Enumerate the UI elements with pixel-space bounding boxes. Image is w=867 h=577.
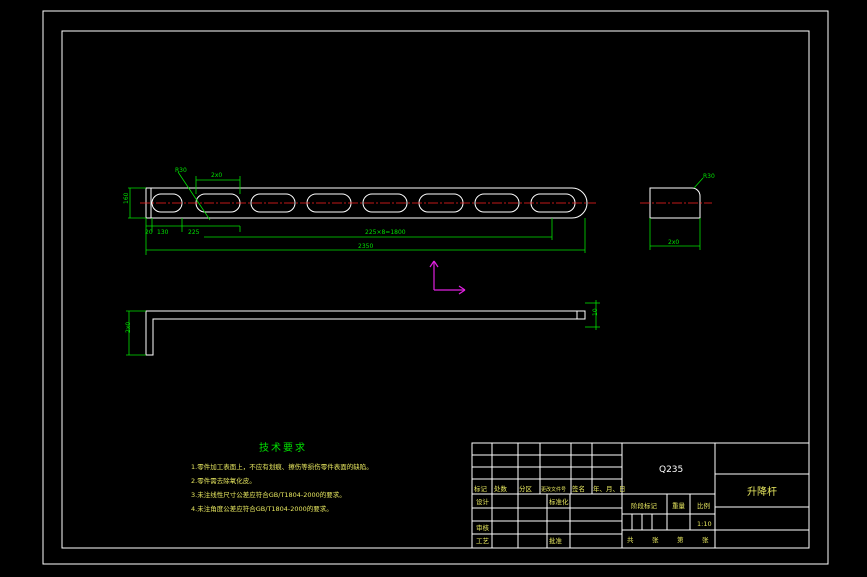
tech-req-item-3: 3.未注线性尺寸公差应符合GB/T1804-2000的要求。 (191, 490, 346, 499)
dim-slot-length: 2x0 (211, 172, 222, 179)
tech-req-item-2: 2.零件需去除氧化皮。 (191, 476, 256, 485)
tb-mark: 标记 (474, 484, 488, 493)
part-name: 升降杆 (747, 485, 777, 498)
dim-height: 160 (123, 192, 130, 204)
tb-num: 第 (677, 535, 684, 544)
tb-count: 处数 (494, 484, 508, 493)
outer-border (42, 10, 829, 565)
side-view (126, 300, 600, 356)
tb-stage-mark: 阶段标记 (631, 501, 658, 510)
end-view (640, 177, 712, 250)
tb-scale-label: 比例 (697, 501, 710, 510)
inner-border (61, 30, 810, 549)
title-block (471, 442, 810, 549)
tech-req-item-4: 4.未注角度公差应符合GB/T1804-2000的要求。 (191, 504, 333, 513)
tb-change-doc: 更改文件号 (541, 486, 566, 493)
tech-req-item-1: 1.零件加工表面上，不应有划痕、擦伤等损伤零件表面的缺陷。 (191, 462, 373, 471)
dim-total: 2350 (358, 243, 373, 250)
dim-20: 20 (145, 229, 153, 236)
tb-total: 共 (627, 535, 634, 544)
top-view (128, 171, 596, 255)
dim-side-thickness: 10 (592, 308, 599, 316)
bar-outline (145, 187, 588, 219)
dim-end-radius: R30 (703, 173, 715, 180)
dim-130: 130 (157, 229, 169, 236)
dim-pitch: 225×8=1800 (365, 229, 406, 236)
tb-review: 审核 (476, 523, 490, 532)
tb-sheet: 张 (652, 535, 659, 544)
tb-signature: 签名 (572, 484, 585, 493)
tech-req-title: 技术要求 (259, 441, 307, 454)
tb-design: 设计 (476, 497, 490, 506)
tb-date: 年、月、日 (593, 484, 626, 493)
material-text: Q235 (659, 465, 683, 475)
tb-process: 工艺 (476, 537, 490, 545)
dim-225: 225 (188, 229, 200, 236)
tb-sheet2: 张 (702, 535, 709, 544)
dim-r30: R30 (175, 167, 187, 174)
tb-zone: 分区 (519, 484, 533, 493)
dim-end-width: 2x0 (668, 239, 679, 246)
dim-side-height: 2x0 (125, 322, 132, 333)
tb-approve: 批准 (549, 536, 563, 545)
tb-standardization: 标准化 (549, 497, 569, 506)
scale-text: 1:10 (697, 520, 712, 528)
tb-weight: 重量 (672, 502, 686, 510)
ucs-icon (429, 260, 466, 295)
